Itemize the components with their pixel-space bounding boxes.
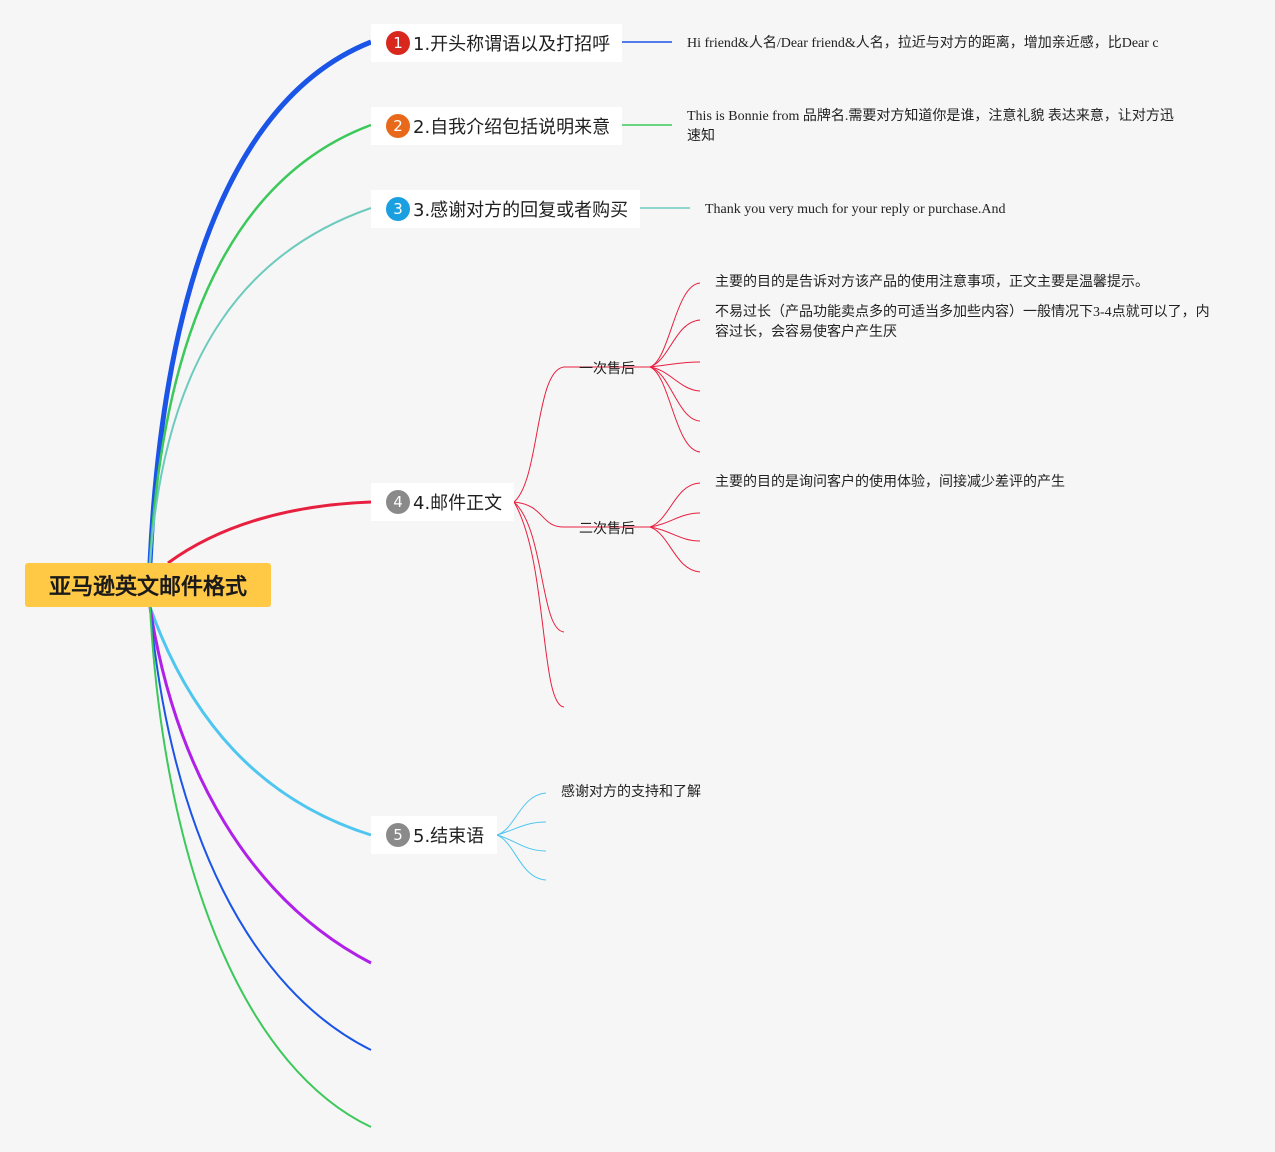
branch-2-note: This is Bonnie from 品牌名.需要对方知道你是谁，注意礼貌 表… bbox=[687, 109, 1174, 144]
number-5-badge-icon: 5 bbox=[386, 823, 410, 847]
branch-node-3[interactable]: 3 3.感谢对方的回复或者购买 bbox=[371, 190, 640, 228]
number-2-badge-icon: 2 bbox=[386, 114, 410, 138]
branch5-fan bbox=[496, 792, 547, 881]
branch-5-note-1: 感谢对方的支持和了解 bbox=[561, 785, 701, 800]
connector-branch-4 bbox=[167, 500, 372, 565]
number-4-badge-icon: 4 bbox=[386, 490, 410, 514]
connector-branch-8 bbox=[149, 606, 372, 1128]
second-after-sale-note-1: 主要的目的是询问客户的使用体验，间接减少差评的产生 bbox=[715, 475, 1065, 490]
branch-node-4[interactable]: 4 4.邮件正文 bbox=[371, 483, 514, 521]
subtopic-second-after-sale[interactable]: 二次售后 bbox=[579, 521, 635, 537]
number-3-badge-icon: 3 bbox=[386, 197, 410, 221]
branch-5-label: 5.结束语 bbox=[413, 826, 485, 847]
branch4-fan bbox=[513, 282, 701, 708]
first-after-sale-note-2: 不易过长（产品功能卖点多的可适当多加些内容）一般情况下3-4点就可以了，内容过长… bbox=[715, 305, 1210, 340]
branch-1-note: Hi friend&人名/Dear friend&人名，拉近与对方的距离，增加亲… bbox=[687, 36, 1159, 51]
branch-node-2[interactable]: 2 2.自我介绍包括说明来意 bbox=[371, 107, 622, 145]
connector-branch-5 bbox=[148, 606, 372, 837]
connector-branch-6 bbox=[148, 606, 372, 965]
connector-branch-3 bbox=[149, 207, 372, 564]
branch-node-1[interactable]: 1 1.开头称谓语以及打招呼 bbox=[371, 24, 622, 62]
first-after-sale-note-1: 主要的目的是告诉对方该产品的使用注意事项，正文主要是温馨提示。 bbox=[715, 275, 1149, 290]
branch-1-label: 1.开头称谓语以及打招呼 bbox=[413, 34, 611, 55]
branch-node-5[interactable]: 5 5.结束语 bbox=[371, 816, 497, 854]
branch-2-label: 2.自我介绍包括说明来意 bbox=[413, 117, 611, 138]
connector-branch-1 bbox=[147, 39, 372, 564]
root-node[interactable]: 亚马逊英文邮件格式 bbox=[25, 563, 271, 607]
connector-branch-2 bbox=[148, 123, 372, 564]
connector-branch-7 bbox=[149, 606, 372, 1051]
subtopic-first-after-sale[interactable]: 一次售后 bbox=[579, 361, 635, 377]
number-1-badge-icon: 1 bbox=[386, 31, 410, 55]
branch-4-label: 4.邮件正文 bbox=[413, 493, 503, 514]
branch-3-note: Thank you very much for your reply or pu… bbox=[705, 202, 1006, 217]
branch-3-label: 3.感谢对方的回复或者购买 bbox=[413, 200, 629, 221]
root-title: 亚马逊英文邮件格式 bbox=[48, 575, 247, 600]
